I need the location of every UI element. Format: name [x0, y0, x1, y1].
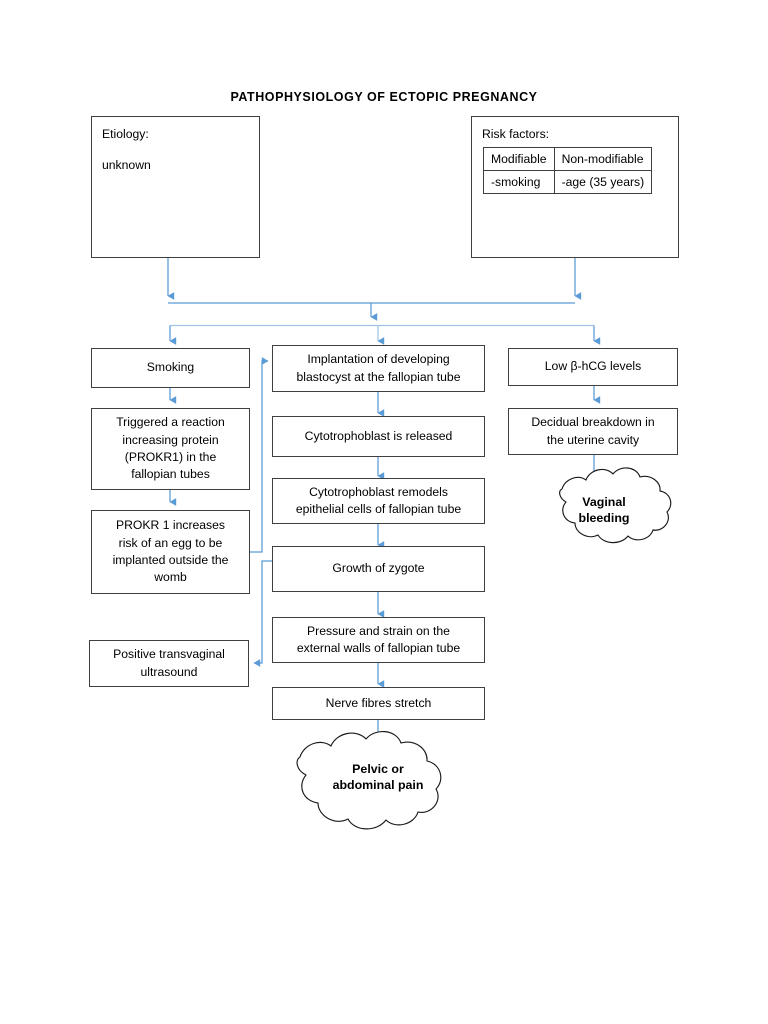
cloud-vaginal-bleeding — [559, 467, 672, 544]
node-cytotrophoblast-remodels-line-2: epithelial cells of fallopian tube — [295, 502, 462, 516]
table-row: -smoking -age (35 years) — [483, 170, 653, 194]
node-triggered-reaction-line-1: Triggered a reaction — [116, 415, 225, 430]
node-cytotrophoblast-remodels-line-1: Cytotrophoblast remodels — [309, 484, 448, 499]
risk-factors-label: Risk factors: — [482, 127, 550, 141]
node-pressure-strain-line-1: Pressure and strain on the — [307, 623, 450, 638]
table-header-row: Modifiable Non-modifiable — [483, 147, 653, 171]
node-decidual-breakdown: Decidual breakdown in the uterine cavity — [508, 408, 678, 455]
etiology-label: Etiology: — [102, 127, 149, 141]
node-implantation-line-1: Implantation of developing — [307, 352, 450, 367]
node-growth-zygote-line-1: Growth of zygote — [332, 561, 425, 576]
node-triggered-reaction: Triggered a reaction increasing protein … — [91, 408, 250, 490]
table-cell-age: -age (35 years) — [553, 170, 653, 194]
node-decidual-breakdown-line-2: the uterine cavity — [546, 432, 640, 447]
node-pressure-strain-line-2: external walls of fallopian tube — [296, 641, 461, 655]
node-implantation-line-2: blastocyst at the fallopian tube — [296, 369, 461, 384]
node-prokr1-risk-line-3: implanted outside the — [112, 553, 229, 567]
node-prokr1-risk: PROKR 1 increases risk of an egg to be i… — [91, 510, 250, 594]
node-nerve-fibres-line-1: Nerve fibres stretch — [325, 695, 432, 710]
wire-prokr1-to-implantation — [250, 357, 269, 553]
page-title: PATHOPHYSIOLOGY OF ECTOPIC PREGNANCY — [230, 90, 538, 104]
table-header-modifiable: Modifiable — [483, 147, 555, 171]
node-growth-zygote: Growth of zygote — [272, 546, 485, 592]
node-positive-ultrasound: Positive transvaginal ultrasound — [89, 640, 249, 687]
node-cytotrophoblast-released: Cytotrophoblast is released — [272, 416, 485, 457]
risk-factors-table: Modifiable Non-modifiable -smoking -age … — [483, 147, 653, 194]
node-smoking: Smoking — [91, 348, 250, 388]
cloud-pelvic-pain — [296, 731, 442, 830]
node-smoking-line-1: Smoking — [146, 360, 195, 375]
table-cell-smoking: -smoking — [483, 170, 555, 194]
node-triggered-reaction-line-2: increasing protein — [122, 432, 219, 447]
node-cytotrophoblast-remodels: Cytotrophoblast remodels epithelial cell… — [272, 478, 485, 524]
wire-growth-to-ultrasound — [253, 560, 272, 667]
node-positive-ultrasound-line-2: ultrasound — [140, 664, 198, 679]
node-low-hcg: Low β-hCG levels — [508, 348, 678, 386]
etiology-value: unknown — [102, 158, 151, 173]
etiology-box: Etiology: unknown — [91, 116, 260, 258]
node-prokr1-risk-line-1: PROKR 1 increases — [115, 518, 226, 533]
node-triggered-reaction-line-3: (PROKR1) in the — [124, 450, 217, 464]
node-implantation: Implantation of developing blastocyst at… — [272, 345, 485, 392]
node-triggered-reaction-line-4: fallopian tubes — [131, 467, 210, 482]
node-nerve-fibres: Nerve fibres stretch — [272, 687, 485, 720]
node-pressure-strain: Pressure and strain on the external wall… — [272, 617, 485, 663]
node-decidual-breakdown-line-1: Decidual breakdown in — [531, 415, 655, 430]
node-low-hcg-line-1: Low β-hCG levels — [544, 359, 642, 374]
node-positive-ultrasound-line-1: Positive transvaginal — [113, 647, 225, 662]
node-prokr1-risk-line-2: risk of an egg to be — [118, 535, 223, 550]
node-cytotrophoblast-released-line-1: Cytotrophoblast is released — [304, 428, 453, 443]
node-prokr1-risk-line-4: womb — [154, 570, 187, 585]
table-header-non-modifiable: Non-modifiable — [553, 147, 653, 171]
